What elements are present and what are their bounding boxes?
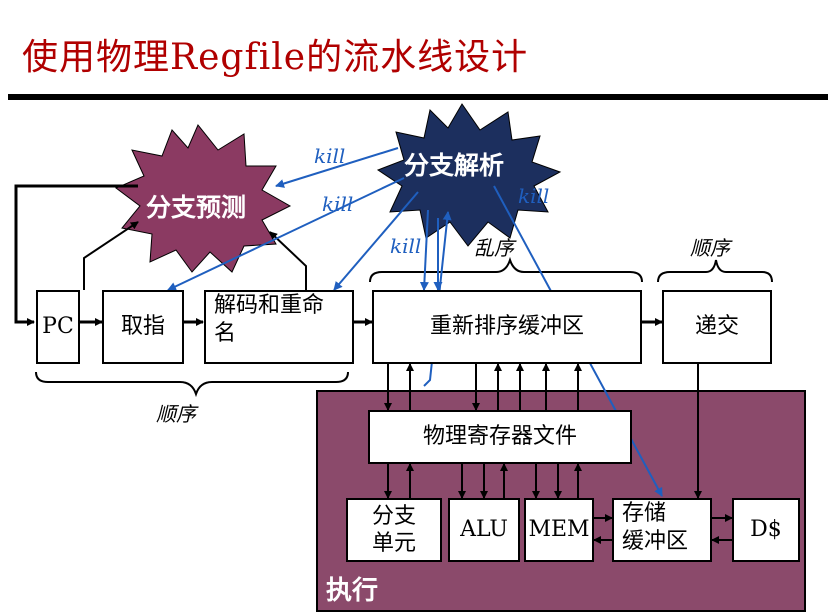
in-order-commit-label: 顺序 xyxy=(690,236,730,260)
in-order-label: 顺序 xyxy=(156,402,196,426)
kill-label: kill xyxy=(518,184,550,208)
pc-box: PC xyxy=(36,290,80,364)
reorder-buffer-label: 重新排序缓冲区 xyxy=(429,314,584,340)
mem-box: MEM xyxy=(524,498,594,562)
pc-label: PC xyxy=(42,314,74,340)
decode-rename-box: 解码和重命 名 xyxy=(204,290,354,364)
branch-unit-label: 分支 xyxy=(371,503,416,529)
dcache-box: D$ xyxy=(732,498,800,562)
page-title: 使用物理Regfile的流水线设计 xyxy=(22,37,529,78)
fetch-label: 取指 xyxy=(120,314,165,340)
store-buffer-label-cont: 缓冲区 xyxy=(622,528,689,554)
fetch-box: 取指 xyxy=(102,290,184,364)
kill-label: kill xyxy=(322,192,354,216)
out-of-order-label: 乱序 xyxy=(474,236,514,260)
alu-box: ALU xyxy=(448,498,520,562)
reorder-buffer-box: 重新排序缓冲区 xyxy=(372,290,642,364)
store-buffer-label: 存储 xyxy=(622,501,667,526)
decode-rename-label: 解码和重命 xyxy=(214,293,325,318)
decode-rename-label-cont: 名 xyxy=(214,320,237,346)
physical-register-file-label: 物理寄存器文件 xyxy=(422,424,577,450)
branch-resolve-label: 分支解析 xyxy=(404,151,505,180)
branch-resolve-star xyxy=(376,103,562,247)
branch-predict-label: 分支预测 xyxy=(146,193,247,222)
branch-predict-star xyxy=(115,124,292,273)
branch-unit-label-cont: 单元 xyxy=(371,531,416,556)
commit-box: 递交 xyxy=(662,290,772,364)
kill-label: kill xyxy=(390,234,422,258)
store-buffer-box: 存储 缓冲区 xyxy=(612,498,712,562)
branch-unit-box: 分支 单元 xyxy=(346,498,442,562)
kill-label: kill xyxy=(314,144,346,168)
mem-label: MEM xyxy=(528,517,590,543)
alu-label: ALU xyxy=(460,517,508,543)
dcache-label: D$ xyxy=(750,517,782,543)
title-underline xyxy=(8,94,828,100)
physical-register-file-box: 物理寄存器文件 xyxy=(368,410,632,464)
commit-label: 递交 xyxy=(694,314,739,340)
execute-label: 执行 xyxy=(326,576,379,606)
